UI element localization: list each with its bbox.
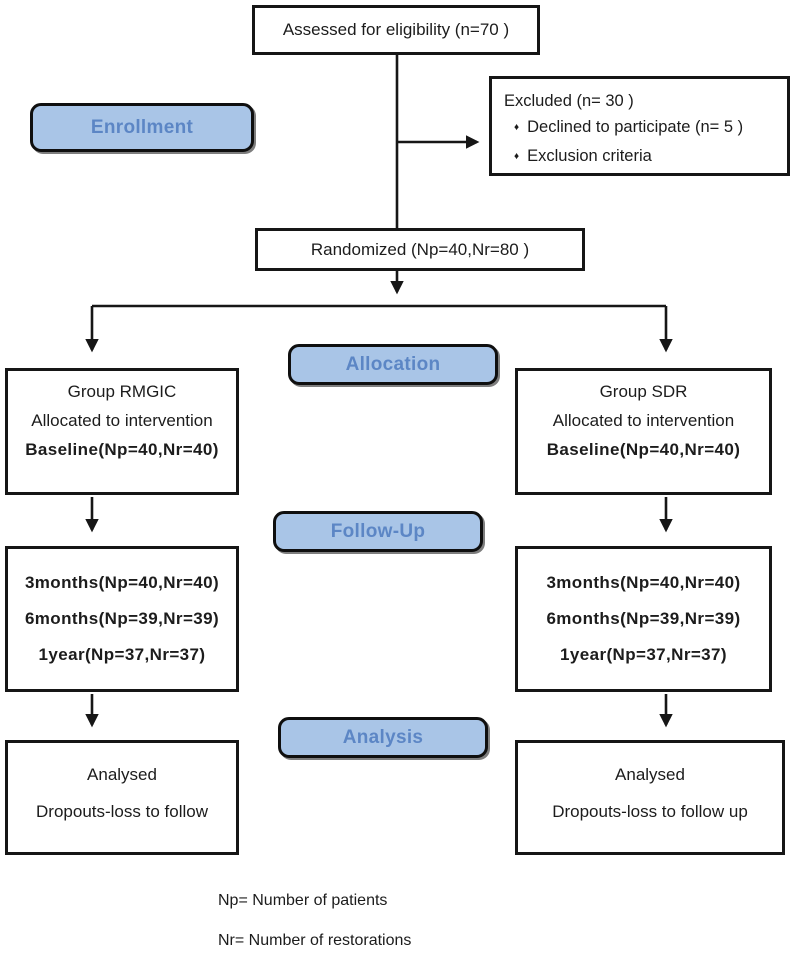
followup-sdr-3months: 3months(Np=40,Nr=40) [546,573,741,592]
stage-label-enrollment-text: Enrollment [90,116,194,138]
analysis-rmgic-box: Analysed Dropouts-loss to follow [5,740,239,855]
stage-label-enrollment: Enrollment [30,103,254,152]
stage-label-followup: Follow-Up [273,511,483,552]
group-sdr-baseline: Baseline(Np=40,Nr=40) [546,440,741,459]
diamond-bullet-icon: ♦ [514,151,520,162]
stage-label-analysis-text: Analysis [342,726,424,748]
analysis-rmgic-dropouts: Dropouts-loss to follow [36,801,208,821]
excluded-bullet-2: ♦ Exclusion criteria [504,143,652,172]
followup-sdr-6months: 6months(Np=39,Nr=39) [546,609,741,628]
group-sdr-line2: Allocated to intervention [552,411,735,430]
excluded-bullet-2-text: Exclusion criteria [527,147,652,165]
excluded-bullet-1: ♦ Declined to participate (n= 5 ) [504,114,743,143]
group-rmgic-baseline: Baseline(Np=40,Nr=40) [25,440,219,459]
analysis-sdr-dropouts: Dropouts-loss to follow up [552,801,748,821]
diamond-bullet-icon: ♦ [514,122,520,133]
legend-nr: Nr= Number of restorations [218,932,412,949]
analysis-sdr-box: Analysed Dropouts-loss to follow up [515,740,785,855]
excluded-bullet-1-text: Declined to participate (n= 5 ) [527,118,744,136]
randomized-box: Randomized (Np=40,Nr=80 ) [255,228,585,271]
group-rmgic-line2: Allocated to intervention [31,411,213,430]
followup-sdr-box: 3months(Np=40,Nr=40) 6months(Np=39,Nr=39… [515,546,772,692]
analysis-rmgic-title: Analysed [87,765,157,785]
group-rmgic-box: Group RMGIC Allocated to intervention Ba… [5,368,239,495]
stage-label-allocation: Allocation [288,344,498,385]
excluded-title: Excluded (n= 30 ) [504,92,634,110]
assessed-text: Assessed for eligibility (n=70 ) [282,20,510,39]
assessed-box: Assessed for eligibility (n=70 ) [252,5,540,55]
group-sdr-box: Group SDR Allocated to intervention Base… [515,368,772,495]
analysis-sdr-title: Analysed [615,765,685,785]
randomized-text: Randomized (Np=40,Nr=80 ) [310,239,530,259]
followup-sdr-1year: 1year(Np=37,Nr=37) [560,645,727,664]
group-sdr-title: Group SDR [599,382,688,401]
stage-label-followup-text: Follow-Up [330,520,426,542]
followup-rmgic-6months: 6months(Np=39,Nr=39) [24,609,220,628]
excluded-box: Excluded (n= 30 ) ♦ Declined to particip… [489,76,790,176]
followup-rmgic-box: 3months(Np=40,Nr=40) 6months(Np=39,Nr=39… [5,546,239,692]
followup-rmgic-1year: 1year(Np=37,Nr=37) [38,645,206,664]
group-rmgic-title: Group RMGIC [67,382,177,401]
stage-label-allocation-text: Allocation [345,353,441,375]
followup-rmgic-3months: 3months(Np=40,Nr=40) [24,573,220,592]
stage-label-analysis: Analysis [278,717,488,758]
legend-np: Np= Number of patients [218,892,388,909]
